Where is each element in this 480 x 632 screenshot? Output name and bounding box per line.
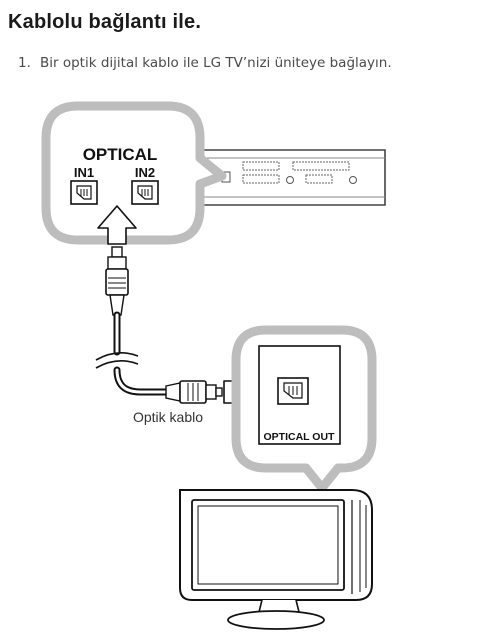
tv-optical-out-panel	[258, 345, 341, 445]
optical-port-in2-label: IN2	[135, 165, 155, 180]
optical-in2-port	[131, 180, 159, 205]
step-number: 1.	[18, 55, 31, 71]
optical-cable	[95, 246, 223, 404]
soundbar-rear-panel	[180, 149, 386, 206]
optical-in1-port	[70, 180, 98, 205]
optical-cable-label: Optik kablo	[133, 409, 203, 425]
section-heading: Kablolu bağlantı ile.	[8, 11, 202, 33]
tv-optical-out-label: OPTICAL OUT	[264, 431, 336, 443]
instruction-step: 1. Bir optik dijital kablo ile LG TV’niz…	[18, 54, 438, 73]
step-text: Bir optik dijital kablo ile LG TV’nizi ü…	[40, 55, 392, 71]
tv-illustration	[179, 489, 373, 630]
insert-arrow-up-icon	[97, 205, 137, 245]
unit-callout-bubble	[41, 101, 227, 245]
optical-port-in1-label: IN1	[74, 165, 94, 180]
optical-panel-title: OPTICAL	[83, 145, 158, 164]
